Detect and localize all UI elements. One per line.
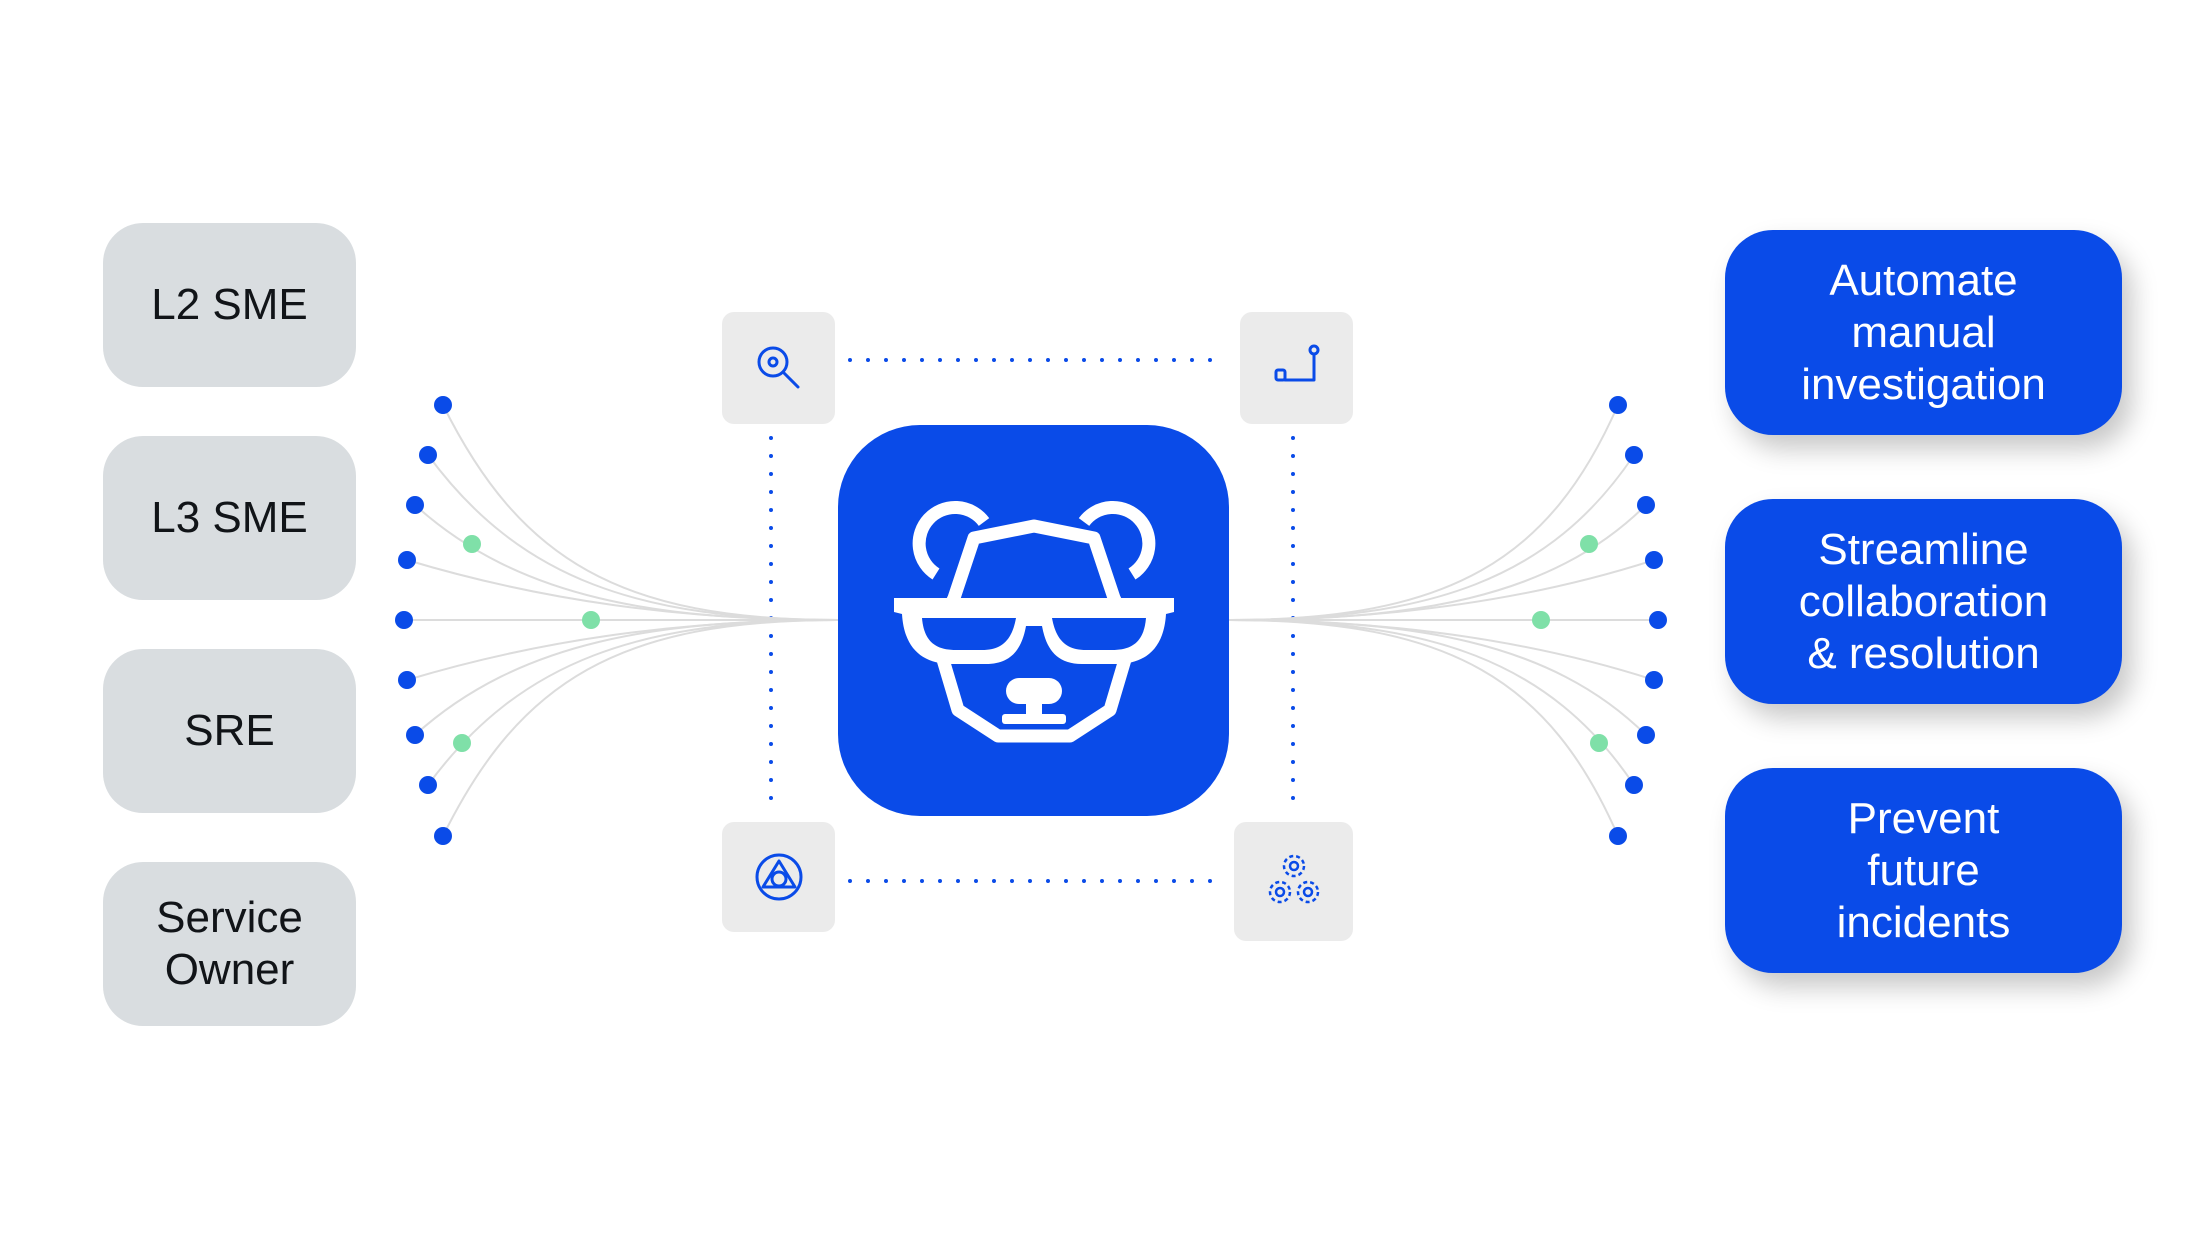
endpoint-dot (434, 396, 452, 414)
panda-with-sunglasses-icon (884, 478, 1184, 763)
triangle-circle-tile (722, 822, 835, 932)
endpoint-dot (1649, 611, 1667, 629)
signal-dot (1580, 535, 1598, 553)
endpoint-dot (419, 776, 437, 794)
endpoint-dot (434, 827, 452, 845)
goal-box-prevent-incidents: Prevent future incidents (1725, 768, 2122, 973)
right-connector-fan (1228, 404, 1658, 837)
signal-dot (582, 611, 600, 629)
connector-line (1228, 454, 1635, 621)
left-endpoint-dots (395, 396, 452, 845)
signal-dot (453, 734, 471, 752)
endpoint-dot (406, 496, 424, 514)
connector-line (414, 619, 839, 736)
connector-line (1228, 619, 1619, 837)
connector-line (427, 454, 839, 621)
connector-line (1228, 619, 1635, 786)
gears-icon (1262, 850, 1326, 914)
endpoint-dot (1645, 671, 1663, 689)
role-box-sre: SRE (103, 649, 356, 813)
role-box-service-owner: Service Owner (103, 862, 356, 1026)
endpoint-dot (398, 671, 416, 689)
workflow-tile (1240, 312, 1353, 424)
endpoint-dot (406, 726, 424, 744)
connector-line (406, 559, 839, 621)
triangle-circle-icon (751, 849, 807, 905)
connector-line (406, 619, 839, 681)
endpoint-dot (1625, 446, 1643, 464)
endpoint-dot (1609, 827, 1627, 845)
endpoint-dot (395, 611, 413, 629)
right-endpoint-dots (1609, 396, 1667, 845)
connector-line (1228, 559, 1655, 621)
endpoint-dot (1637, 496, 1655, 514)
role-box-l3-sme: L3 SME (103, 436, 356, 600)
connector-line (427, 619, 839, 786)
gears-tile (1234, 822, 1353, 941)
panda-logo (838, 425, 1229, 816)
connector-line (414, 504, 839, 621)
signal-dot (463, 535, 481, 553)
left-connector-fan (404, 404, 839, 837)
connector-line (1228, 404, 1619, 621)
search-icon (751, 340, 807, 396)
endpoint-dot (1645, 551, 1663, 569)
endpoint-dot (398, 551, 416, 569)
search-tile (722, 312, 835, 424)
connector-line (442, 404, 839, 621)
goal-box-streamline-collaboration: Streamline collaboration & resolution (1725, 499, 2122, 704)
connector-line (1228, 504, 1647, 621)
goal-box-automate-investigation: Automate manual investigation (1725, 230, 2122, 435)
endpoint-dot (1625, 776, 1643, 794)
signal-dots (453, 535, 1608, 752)
endpoint-dot (1609, 396, 1627, 414)
signal-dot (1590, 734, 1608, 752)
signal-dot (1532, 611, 1550, 629)
workflow-path-icon (1269, 340, 1325, 396)
connector-line (442, 619, 839, 837)
role-box-l2-sme: L2 SME (103, 223, 356, 387)
endpoint-dot (1637, 726, 1655, 744)
endpoint-dot (419, 446, 437, 464)
